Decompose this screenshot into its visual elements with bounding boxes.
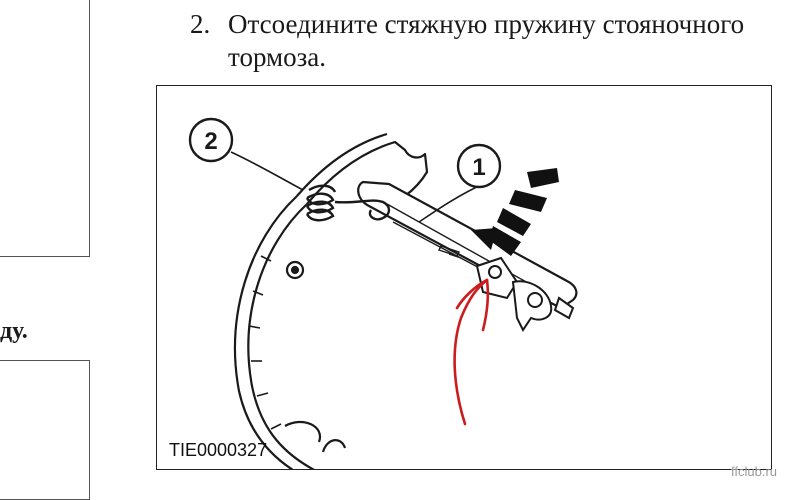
step-number: 2.	[190, 9, 211, 39]
callout-1-label: 1	[472, 154, 485, 181]
red-annotation-arrow	[453, 278, 490, 426]
site-watermark: ffclub.ru	[731, 464, 778, 479]
brake-shoe	[233, 132, 429, 469]
callout-1-badge: 1	[456, 143, 502, 189]
callout-2-badge: 2	[188, 117, 234, 163]
brake-diagram-figure: 2 1 TIE0000327	[156, 85, 772, 470]
left-column-text-fragment: ду.	[0, 318, 28, 344]
step-text: Отсоедините стяжную пружину стояночного …	[228, 9, 745, 72]
callout-2-label: 2	[204, 128, 217, 155]
left-column-box-bottom	[0, 360, 90, 500]
motion-arrow-icon	[471, 168, 559, 256]
brake-diagram-drawing: 2 1	[188, 117, 578, 469]
shoe-flange-ridges	[248, 255, 282, 430]
left-column-box-top	[0, 0, 90, 257]
instruction-step: 2. Отсоедините стяжную пружину стояночно…	[190, 8, 790, 74]
figure-code: TIE0000327	[169, 440, 268, 460]
tension-spring	[305, 184, 391, 222]
callout-leaders	[230, 151, 484, 223]
